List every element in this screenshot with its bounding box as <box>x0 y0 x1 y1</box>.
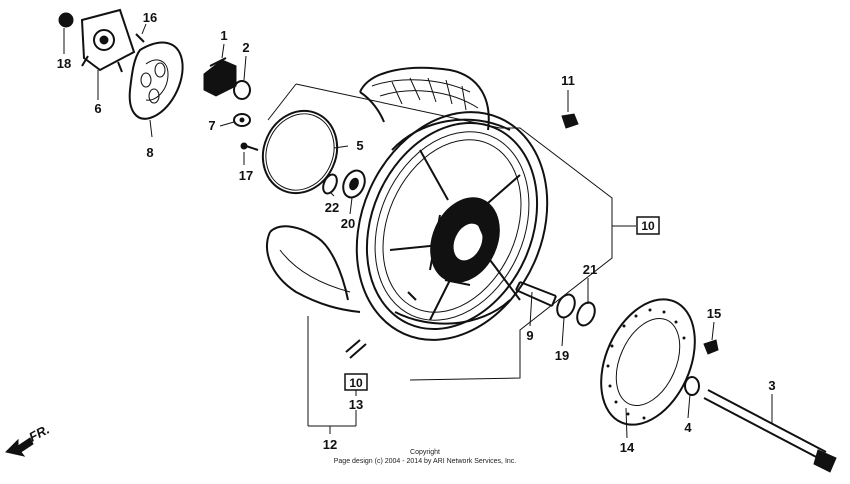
part-label-14[interactable]: 14 <box>620 440 635 455</box>
brake-disk-illustration <box>600 298 696 426</box>
part-label-7[interactable]: 7 <box>208 118 215 133</box>
part-label-17[interactable]: 17 <box>239 168 253 183</box>
front-direction-indicator: FR. <box>5 422 52 457</box>
tire-illustration <box>266 66 490 313</box>
part-label-13[interactable]: 13 <box>349 397 363 412</box>
part-label-4[interactable]: 4 <box>684 420 692 435</box>
bolt-17-illustration <box>245 145 259 151</box>
damper-parts-illustration <box>203 57 251 127</box>
part-label-11[interactable]: 11 <box>561 73 575 88</box>
part-label-12[interactable]: 12 <box>323 437 337 452</box>
bolt-16-illustration <box>135 33 145 43</box>
copyright-line-2: Page design (c) 2004 - 2014 by ARI Netwo… <box>334 458 517 465</box>
bearing-19-illustration <box>556 293 576 319</box>
sprocket-carrier-illustration <box>80 8 136 73</box>
boxed-label-valve-assembly[interactable]: 10 <box>344 373 368 391</box>
copyright-line-1: Copyright <box>410 449 440 456</box>
part-label-8[interactable]: 8 <box>146 145 153 160</box>
bearing-20-illustration <box>342 169 366 199</box>
part-label-18[interactable]: 18 <box>57 56 71 71</box>
sprocket-illustration <box>128 41 184 120</box>
part-label-3[interactable]: 3 <box>768 378 775 393</box>
part-label-20[interactable]: 20 <box>341 216 355 231</box>
assembly-outline <box>267 83 613 381</box>
part-label-5[interactable]: 5 <box>356 138 363 153</box>
part-label-21[interactable]: 21 <box>583 262 597 277</box>
part-label-6[interactable]: 6 <box>94 101 101 116</box>
front-arrow-icon <box>5 437 34 457</box>
valve-assembly-number: 10 <box>349 376 363 390</box>
part-label-1[interactable]: 1 <box>220 28 227 43</box>
part-label-9[interactable]: 9 <box>526 328 533 343</box>
o-ring-illustration <box>261 109 339 195</box>
seal-22-illustration <box>322 173 338 195</box>
nut-18-illustration <box>58 12 74 28</box>
collar-illustration <box>515 281 557 307</box>
bolt-15-illustration <box>703 339 719 355</box>
wheel-assembly-number: 10 <box>641 219 655 233</box>
seal-21-illustration <box>576 301 596 327</box>
collar-4-illustration <box>684 376 700 396</box>
valve-illustration <box>345 339 367 359</box>
leader-lines <box>63 23 773 439</box>
part-label-15[interactable]: 15 <box>707 306 721 321</box>
nut-11-illustration <box>561 113 579 129</box>
part-label-19[interactable]: 19 <box>555 348 569 363</box>
part-label-2[interactable]: 2 <box>242 40 249 55</box>
wheel-rim-illustration <box>355 111 549 341</box>
boxed-label-wheel-assembly[interactable]: 10 <box>636 216 660 235</box>
axle-illustration <box>703 389 827 461</box>
part-label-22[interactable]: 22 <box>325 200 339 215</box>
part-label-16[interactable]: 16 <box>143 10 157 25</box>
